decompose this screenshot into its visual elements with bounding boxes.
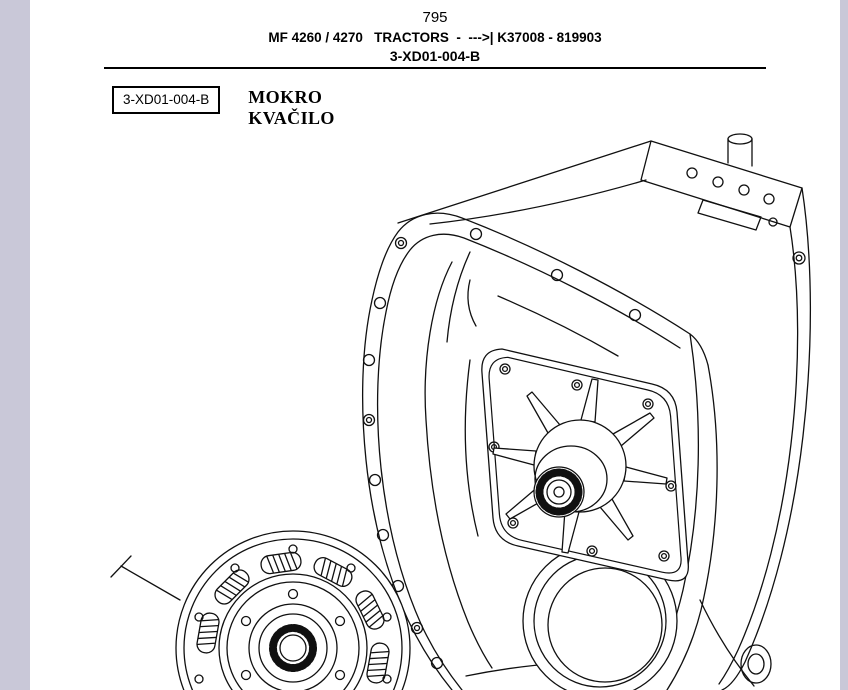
housing-right-wall xyxy=(465,187,812,690)
splined-input-shaft xyxy=(533,419,627,518)
page-sheet xyxy=(30,0,840,690)
title-line-1: MOKRO xyxy=(248,87,323,107)
leader-line xyxy=(110,555,181,601)
page-header: 795 MF 4260 / 4270 TRACTORS - --->| K370… xyxy=(30,8,840,69)
section-row: 3-XD01-004-B MOKRO KVAČILO xyxy=(112,86,335,129)
model-header: MF 4260 / 4270 TRACTORS - --->| K37008 -… xyxy=(268,30,602,45)
section-title: MOKRO KVAČILO xyxy=(248,87,335,129)
page-number: 795 xyxy=(422,9,448,26)
clutch-disc xyxy=(175,530,411,690)
inspection-opening xyxy=(522,543,678,690)
top-flange xyxy=(640,133,803,231)
header-divider xyxy=(104,67,766,69)
housing-top-silhouette xyxy=(397,140,652,225)
code-header: 3-XD01-004-B xyxy=(389,48,481,64)
title-line-2: KVAČILO xyxy=(248,108,335,128)
section-code-box: 3-XD01-004-B xyxy=(112,86,221,114)
